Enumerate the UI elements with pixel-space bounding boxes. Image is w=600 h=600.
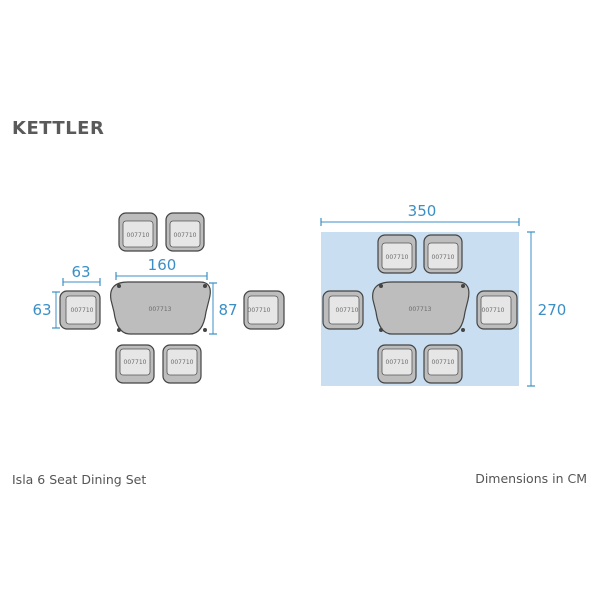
chair-code: 007710 — [336, 307, 359, 314]
chair-width-label: 63 — [71, 263, 90, 281]
chair-code: 007710 — [432, 254, 455, 261]
chair-top-left: 007710 — [377, 234, 417, 274]
chair-top-left: 007710 — [118, 212, 158, 252]
chair-code: 007710 — [248, 307, 271, 314]
chair-code: 007710 — [174, 232, 197, 239]
chair-code: 007710 — [124, 359, 147, 366]
chair-top-right: 007710 — [165, 212, 205, 252]
table-length-label: 160 — [148, 256, 177, 274]
table-code: 007713 — [409, 306, 432, 313]
chair-depth-label: 63 — [32, 301, 51, 319]
chair-bottom-left: 007710 — [377, 344, 417, 384]
chair-code: 007710 — [127, 232, 150, 239]
chair-code: 007710 — [171, 359, 194, 366]
units-note: Dimensions in CM — [475, 471, 587, 486]
chair-right-end: 007710 — [476, 290, 518, 330]
table: 007713 — [372, 281, 470, 335]
brand-logo: KETTLER — [12, 118, 104, 139]
chair-code: 007710 — [482, 307, 505, 314]
product-name: Isla 6 Seat Dining Set — [12, 472, 146, 487]
chair-code: 007710 — [386, 359, 409, 366]
table-code: 007713 — [149, 306, 172, 313]
chair-code: 007710 — [432, 359, 455, 366]
chair-left-end: 007710 — [59, 290, 101, 330]
table: 007713 — [110, 281, 211, 335]
chair-bottom-left: 007710 — [115, 344, 155, 384]
right-floor-plan: 007710 007710 007710 007710 007710 00771… — [320, 202, 567, 387]
chair-left-end: 007710 — [322, 290, 364, 330]
area-width-label: 350 — [408, 202, 437, 220]
chair-top-right: 007710 — [423, 234, 463, 274]
area-depth-label: 270 — [538, 301, 567, 319]
left-floor-plan: 007710 007710 007710 007710 007710 — [32, 212, 285, 384]
chair-code: 007710 — [386, 254, 409, 261]
table-width-label: 87 — [218, 301, 237, 319]
chair-right-end: 007710 — [243, 290, 285, 330]
chair-bottom-right: 007710 — [162, 344, 202, 384]
chair-bottom-right: 007710 — [423, 344, 463, 384]
chair-code: 007710 — [71, 307, 94, 314]
